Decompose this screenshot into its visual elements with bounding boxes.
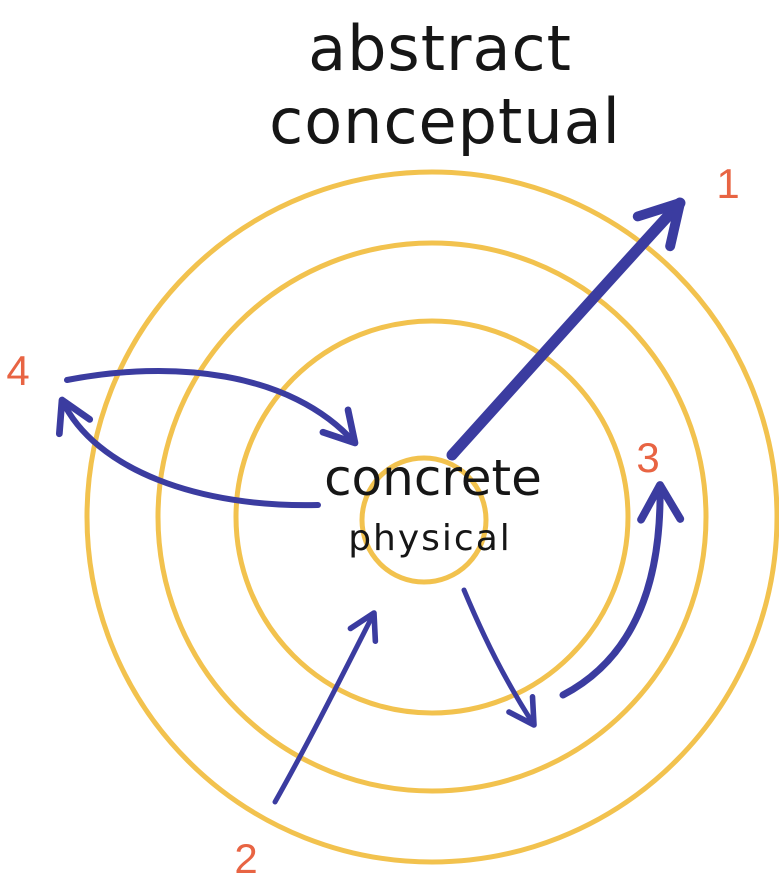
title-line-1: abstract [308, 12, 572, 85]
arrow-2 [272, 610, 379, 805]
arrow-3-up [559, 481, 685, 699]
label-2: 2 [234, 835, 257, 878]
arrow-3-down [461, 587, 537, 728]
ring-third [155, 240, 709, 794]
ring-outer [84, 169, 779, 865]
rings [84, 169, 779, 865]
title-line-2: conceptual [269, 85, 621, 158]
label-1: 1 [716, 160, 739, 207]
arrow-4-outward [56, 396, 321, 509]
arrow-1 [446, 197, 686, 461]
label-4: 4 [6, 347, 29, 394]
center-label-sub: physical [348, 518, 512, 559]
arrows [56, 197, 686, 805]
ring-inner [359, 455, 489, 585]
ring-second [233, 318, 631, 716]
center-label-main: concrete [324, 449, 542, 507]
arrow-4-inward [64, 367, 359, 447]
label-3: 3 [636, 434, 659, 481]
